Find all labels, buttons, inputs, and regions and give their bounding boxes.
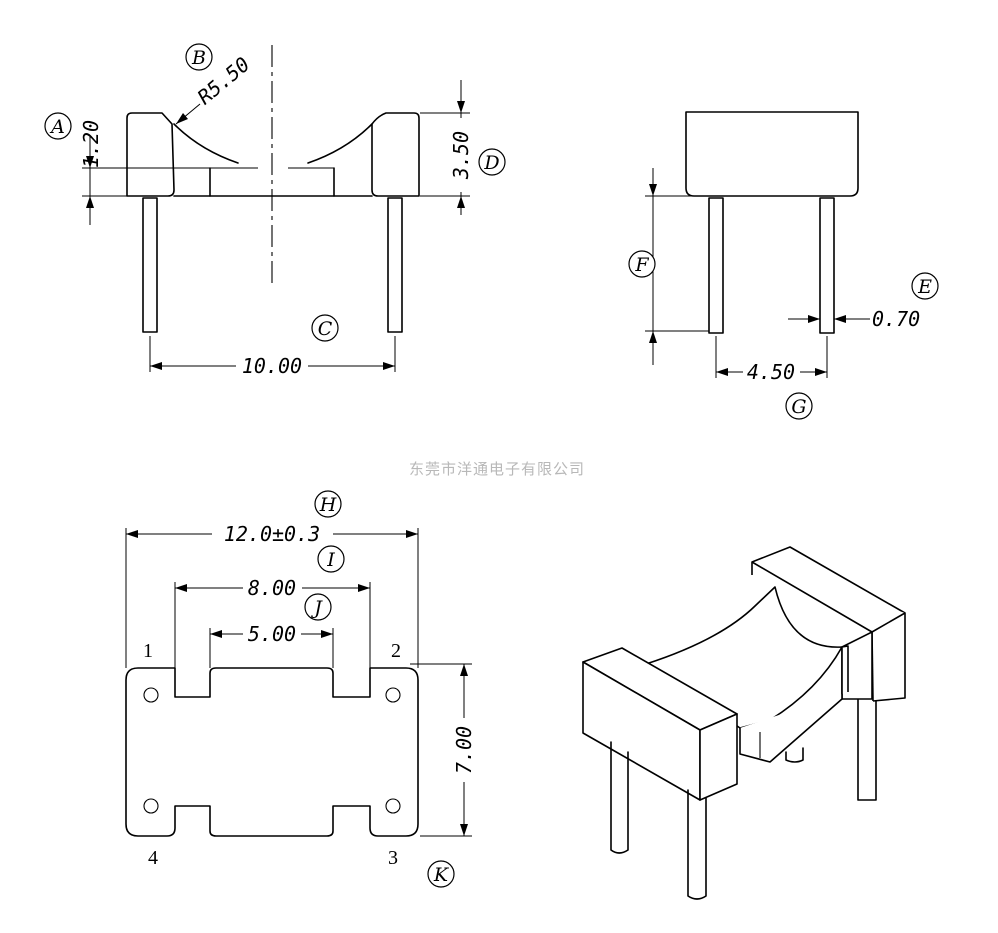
dim-c-arrow-left	[150, 362, 162, 370]
callout-k-bubble	[427, 860, 455, 888]
dim-b-arrow	[176, 113, 188, 124]
top-hole-3	[385, 798, 401, 814]
dim-e-arrow-right	[834, 315, 846, 323]
dim-f-arrow-bottom	[649, 331, 657, 343]
iso-front-block-side	[699, 713, 738, 801]
callout-a: A	[49, 116, 65, 138]
callout-g-bubble	[785, 392, 813, 420]
dim-f-arrow-top	[649, 184, 657, 196]
dim-h-arrow-right	[406, 530, 418, 538]
callout-b-bubble	[185, 43, 213, 71]
dim-d-arrow-top	[457, 101, 465, 113]
side-view: F 0.70 E 4.50 G	[628, 111, 939, 420]
callout-d-bubble	[478, 148, 506, 176]
dim-d-label: 3.50	[449, 131, 473, 180]
front-arc-right	[307, 123, 373, 164]
callout-i-bubble	[317, 545, 345, 573]
dim-g-arrow-left	[716, 368, 728, 376]
callout-j-bubble	[304, 593, 332, 621]
side-body	[685, 111, 859, 197]
dim-g-arrow-right	[815, 368, 827, 376]
callout-e: E	[917, 276, 932, 298]
callout-b: B	[191, 47, 206, 69]
iso-pin-back-middle	[785, 747, 804, 763]
top-hole-1	[143, 687, 159, 703]
pin-label-2: 2	[391, 640, 401, 662]
callout-a-bubble	[44, 112, 72, 140]
dim-d-arrow-bottom	[457, 196, 465, 208]
callout-g: G	[791, 396, 806, 418]
dim-k-arrow-bottom	[460, 824, 468, 836]
dim-e-arrow-left	[808, 315, 820, 323]
dim-a-label: 1.20	[79, 120, 103, 168]
dim-c-arrow-right	[383, 362, 395, 370]
dim-h-label: 12.0±0.3	[224, 522, 320, 546]
top-outline	[125, 667, 419, 837]
top-hole-4	[143, 798, 159, 814]
dim-h-arrow-left	[126, 530, 138, 538]
iso-saddle-front	[739, 645, 849, 763]
dim-g-label: 4.50	[747, 360, 795, 384]
dim-j-arrow-right	[321, 630, 333, 638]
callout-d: D	[483, 152, 499, 174]
dim-j-arrow-left	[210, 630, 222, 638]
callout-k: K	[433, 864, 450, 886]
side-pin-left	[708, 197, 724, 334]
dim-k-label: 7.00	[452, 726, 476, 774]
pin-label-4: 4	[148, 847, 158, 869]
callout-j: J	[310, 597, 323, 619]
callout-c: C	[318, 318, 333, 340]
isometric-view	[582, 546, 906, 900]
watermark: 东莞市洋通电子有限公司	[409, 460, 585, 478]
callout-f-bubble	[628, 250, 656, 278]
dim-k-arrow-top	[460, 664, 468, 676]
callout-e-bubble	[911, 272, 939, 300]
iso-pin-front-left	[610, 741, 629, 854]
dim-a-arrow-top	[86, 156, 94, 168]
front-pin-right	[387, 197, 403, 333]
callout-c-bubble	[311, 314, 339, 342]
front-arc-left	[173, 123, 239, 164]
front-view: 1.20 A R5.50 B 10.00 C 3.50 D	[44, 43, 506, 378]
front-pin-left	[142, 197, 158, 333]
iso-pin-front-right	[687, 789, 707, 900]
side-pin-right	[819, 197, 835, 334]
iso-pin-back-right	[857, 689, 877, 801]
dim-i-arrow-left	[175, 584, 187, 592]
dim-i-arrow-right	[358, 584, 370, 592]
front-left-post	[126, 112, 175, 197]
pin-label-3: 3	[388, 847, 398, 869]
callout-h-bubble	[314, 490, 342, 518]
top-view: 1 2 3 4 12.0±0.3 H 8.00 I 5.00 J	[125, 490, 476, 888]
dim-c-label: 10.00	[242, 354, 302, 378]
dim-j-label: 5.00	[248, 622, 296, 646]
pin-label-1: 1	[143, 640, 153, 662]
dim-e-label: 0.70	[872, 307, 920, 331]
callout-i: I	[326, 549, 335, 571]
dim-i-label: 8.00	[248, 576, 296, 600]
callout-f: F	[634, 254, 649, 276]
dim-a-arrow-bottom	[86, 196, 94, 208]
top-hole-2	[385, 687, 401, 703]
callout-h: H	[319, 494, 337, 516]
front-right-post	[371, 112, 420, 197]
